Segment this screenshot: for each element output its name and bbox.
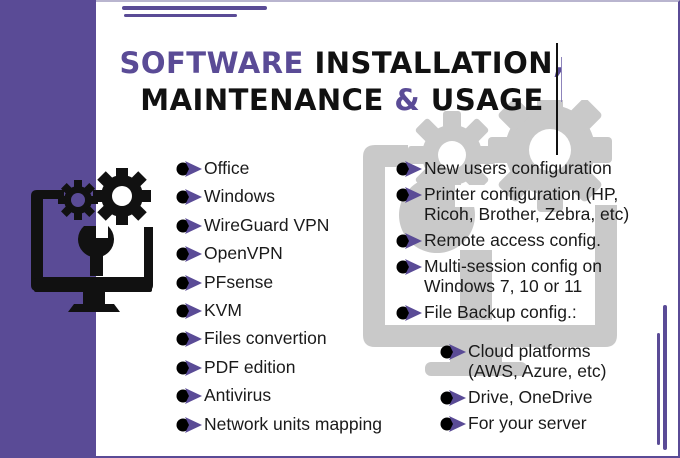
title-line-1: SOFTWARE INSTALLATION, bbox=[112, 45, 572, 82]
list-item: New users configuration bbox=[392, 158, 629, 178]
monitor-gears-watermark-icon bbox=[363, 100, 617, 376]
title-divider-accent bbox=[561, 57, 562, 102]
left-accent-band bbox=[0, 0, 96, 458]
title-maintenance: MAINTENANCE bbox=[140, 83, 395, 117]
list-item: For your server bbox=[436, 413, 606, 433]
list-item: KVM bbox=[172, 300, 382, 320]
bullet-arrow-icon bbox=[396, 187, 422, 203]
bullet-arrow-icon bbox=[176, 331, 202, 348]
list-item: Printer configuration (HP,Ricoh, Brother… bbox=[392, 184, 629, 224]
list-item: PDF edition bbox=[172, 357, 382, 377]
bullet-arrow-icon bbox=[176, 246, 202, 263]
bullet-arrow-icon bbox=[176, 189, 202, 206]
title-software: SOFTWARE bbox=[119, 46, 304, 80]
title-divider bbox=[556, 43, 558, 155]
bullet-arrow-icon bbox=[176, 388, 202, 405]
title-line-2: MAINTENANCE & USAGE bbox=[112, 82, 572, 119]
list-item: Remote access config. bbox=[392, 230, 629, 250]
list-item: Drive, OneDrive bbox=[436, 387, 606, 407]
decorative-line-right bbox=[663, 305, 667, 450]
bullet-arrow-icon bbox=[176, 274, 202, 291]
list-item: OpenVPN bbox=[172, 243, 382, 263]
bullet-arrow-icon bbox=[176, 217, 202, 234]
monitor-gears-wrench-icon bbox=[31, 168, 153, 312]
title-ampersand: & bbox=[394, 83, 421, 117]
decorative-line-top bbox=[122, 6, 267, 10]
list-item: Office bbox=[172, 158, 382, 178]
page-title: SOFTWARE INSTALLATION, MAINTENANCE & USA… bbox=[112, 45, 572, 119]
bullet-arrow-icon bbox=[176, 416, 202, 433]
decorative-line-right-short bbox=[657, 333, 660, 445]
bullet-arrow-icon bbox=[440, 390, 466, 406]
configuration-list: New users configuration Printer configur… bbox=[392, 158, 629, 328]
list-item: Network units mapping bbox=[172, 414, 382, 434]
list-item: File Backup config.: bbox=[392, 302, 629, 322]
bullet-arrow-icon bbox=[176, 161, 202, 177]
bullet-arrow-icon bbox=[396, 259, 422, 275]
list-item: Antivirus bbox=[172, 385, 382, 405]
list-item: PFsense bbox=[172, 272, 382, 292]
bullet-arrow-icon bbox=[176, 302, 202, 319]
bullet-arrow-icon bbox=[396, 305, 422, 321]
bullet-arrow-icon bbox=[176, 359, 202, 376]
bullet-arrow-icon bbox=[396, 233, 422, 249]
title-usage: USAGE bbox=[420, 83, 544, 117]
list-item: Files convertion bbox=[172, 328, 382, 348]
list-item: Cloud platforms(AWS, Azure, etc) bbox=[436, 341, 606, 381]
bullet-arrow-icon bbox=[440, 344, 466, 360]
list-item: WireGuard VPN bbox=[172, 215, 382, 235]
software-list: Office Windows WireGuard VPN OpenVPN PFs… bbox=[172, 158, 382, 442]
list-item: Windows bbox=[172, 186, 382, 206]
title-comma: , bbox=[553, 46, 565, 80]
bullet-arrow-icon bbox=[396, 161, 422, 177]
backup-sub-list: Cloud platforms(AWS, Azure, etc) Drive, … bbox=[436, 341, 606, 439]
bullet-arrow-icon bbox=[440, 416, 466, 432]
decorative-line-top-short bbox=[124, 14, 237, 17]
title-installation: INSTALLATION bbox=[303, 46, 554, 80]
